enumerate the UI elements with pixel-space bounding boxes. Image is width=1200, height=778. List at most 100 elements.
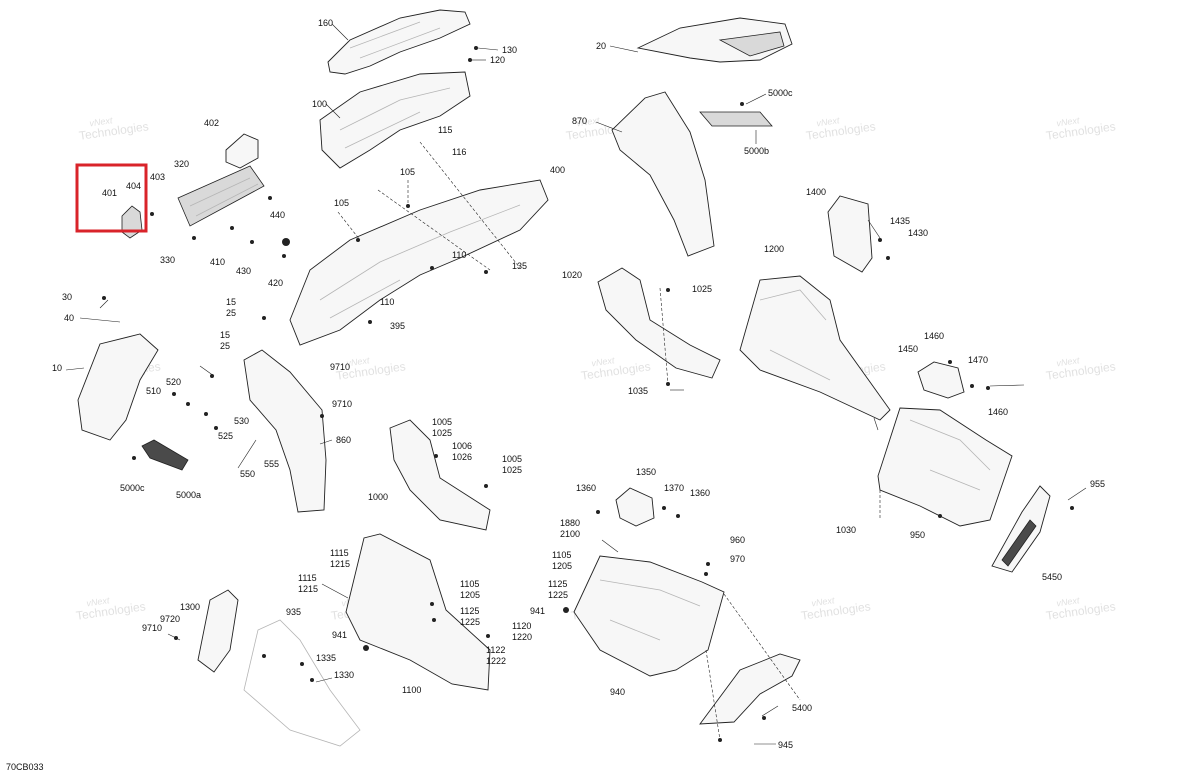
callout-label[interactable]: 870 [572, 116, 587, 126]
callout-label[interactable]: 1222 [486, 656, 506, 666]
callout-label[interactable]: 1300 [180, 602, 200, 612]
callout-label[interactable]: 5450 [1042, 572, 1062, 582]
callout-label[interactable]: 1360 [690, 488, 710, 498]
part-5400[interactable] [699, 653, 801, 725]
callout-label[interactable]: 945 [778, 740, 793, 750]
callout-label[interactable]: 1026 [452, 452, 472, 462]
part-401[interactable] [121, 205, 143, 239]
callout-label[interactable]: 1205 [460, 590, 480, 600]
callout-label[interactable]: 1005 [502, 454, 522, 464]
callout-label[interactable]: 110 [452, 250, 466, 260]
callout-label[interactable]: 15 [226, 297, 236, 307]
callout-label[interactable]: 40 [64, 313, 74, 323]
callout-label[interactable]: 940 [610, 687, 625, 697]
callout-label[interactable]: 9710 [330, 362, 350, 372]
callout-label[interactable]: 1460 [988, 407, 1008, 417]
callout-label[interactable]: 550 [240, 469, 255, 479]
callout-label[interactable]: 9720 [160, 614, 180, 624]
part-320[interactable] [177, 165, 265, 227]
callout-label[interactable]: 1035 [628, 386, 648, 396]
callout-label[interactable]: 941 [530, 606, 545, 616]
callout-label[interactable]: 970 [730, 554, 745, 564]
callout-label[interactable]: 430 [236, 266, 251, 276]
callout-label[interactable]: 1125 [548, 579, 567, 589]
callout-label[interactable]: 1430 [908, 228, 928, 238]
callout-label[interactable]: 1105 [460, 579, 479, 589]
callout-label[interactable]: 1000 [368, 492, 388, 502]
callout-label[interactable]: 2100 [560, 529, 580, 539]
callout-label[interactable]: 1122 [486, 645, 505, 655]
callout-label[interactable]: 1005 [432, 417, 452, 427]
callout-label[interactable]: 1020 [562, 270, 582, 280]
callout-label[interactable]: 135 [512, 261, 527, 271]
callout-label[interactable]: 860 [336, 435, 351, 445]
callout-label[interactable]: 520 [166, 377, 181, 387]
callout-label[interactable]: 1120 [512, 621, 531, 631]
callout-label[interactable]: 1225 [460, 617, 480, 627]
callout-label[interactable]: 1335 [316, 653, 336, 663]
callout-label[interactable]: 115 [438, 125, 452, 135]
callout-label[interactable]: 555 [264, 459, 279, 469]
callout-label[interactable]: 30 [62, 292, 72, 302]
callout-label[interactable]: 1100 [402, 685, 421, 695]
callout-label[interactable]: 402 [204, 118, 219, 128]
callout-label[interactable]: 1435 [890, 216, 910, 226]
callout-label[interactable]: 160 [318, 18, 333, 28]
callout-label[interactable]: 950 [910, 530, 925, 540]
callout-label[interactable]: 525 [218, 431, 233, 441]
callout-label[interactable]: 1470 [968, 355, 988, 365]
callout-label[interactable]: 5000b [744, 146, 769, 156]
callout-label[interactable]: 1006 [452, 441, 472, 451]
callout-label[interactable]: 130 [502, 45, 517, 55]
callout-label[interactable]: 403 [150, 172, 165, 182]
part-1200[interactable] [739, 275, 891, 421]
callout-label[interactable]: 9710 [332, 399, 352, 409]
part-5450[interactable] [991, 485, 1051, 573]
callout-label[interactable]: 1370 [664, 483, 684, 493]
callout-label[interactable]: 5000c [768, 88, 793, 98]
part-10[interactable] [77, 333, 159, 441]
callout-label[interactable]: 330 [160, 255, 175, 265]
part-400[interactable] [289, 179, 549, 346]
callout-label[interactable]: 100 [312, 99, 327, 109]
callout-label[interactable]: 1125 [460, 606, 479, 616]
callout-label[interactable]: 110 [380, 297, 394, 307]
callout-label[interactable]: 5000a [176, 490, 201, 500]
callout-label[interactable]: 401 [102, 188, 117, 198]
callout-label[interactable]: 10 [52, 363, 62, 373]
part-1350[interactable] [615, 487, 655, 527]
callout-label[interactable]: 420 [268, 278, 283, 288]
callout-label[interactable]: 320 [174, 159, 189, 169]
callout-label[interactable]: 440 [270, 210, 285, 220]
callout-label[interactable]: 404 [126, 181, 141, 191]
part-1300[interactable] [197, 589, 239, 673]
callout-label[interactable]: 1225 [548, 590, 568, 600]
callout-label[interactable]: 1360 [576, 483, 596, 493]
callout-label[interactable]: 935 [286, 607, 301, 617]
callout-label[interactable]: 1220 [512, 632, 532, 642]
part-5000b[interactable] [699, 111, 773, 127]
callout-label[interactable]: 1460 [924, 331, 944, 341]
callout-label[interactable]: 395 [390, 321, 405, 331]
callout-label[interactable]: 530 [234, 416, 249, 426]
callout-label[interactable]: 25 [220, 341, 230, 351]
callout-label[interactable]: 1115 [330, 548, 349, 558]
callout-label[interactable]: 105 [400, 167, 415, 177]
callout-label[interactable]: 1350 [636, 467, 656, 477]
callout-label[interactable]: 116 [452, 147, 466, 157]
part-5000a[interactable] [141, 439, 189, 471]
part-160[interactable] [327, 9, 471, 75]
part-940[interactable] [573, 555, 725, 677]
callout-label[interactable]: 120 [490, 55, 505, 65]
callout-label[interactable]: 5400 [792, 703, 812, 713]
callout-label[interactable]: 105 [334, 198, 349, 208]
callout-label[interactable]: 410 [210, 257, 225, 267]
callout-label[interactable]: 955 [1090, 479, 1105, 489]
callout-label[interactable]: 1105 [552, 550, 571, 560]
part-402[interactable] [225, 133, 259, 169]
callout-label[interactable]: 25 [226, 308, 236, 318]
part-100[interactable] [319, 71, 471, 169]
callout-label[interactable]: 1400 [806, 187, 826, 197]
callout-label[interactable]: 1025 [692, 284, 712, 294]
callout-label[interactable]: 1200 [764, 244, 784, 254]
